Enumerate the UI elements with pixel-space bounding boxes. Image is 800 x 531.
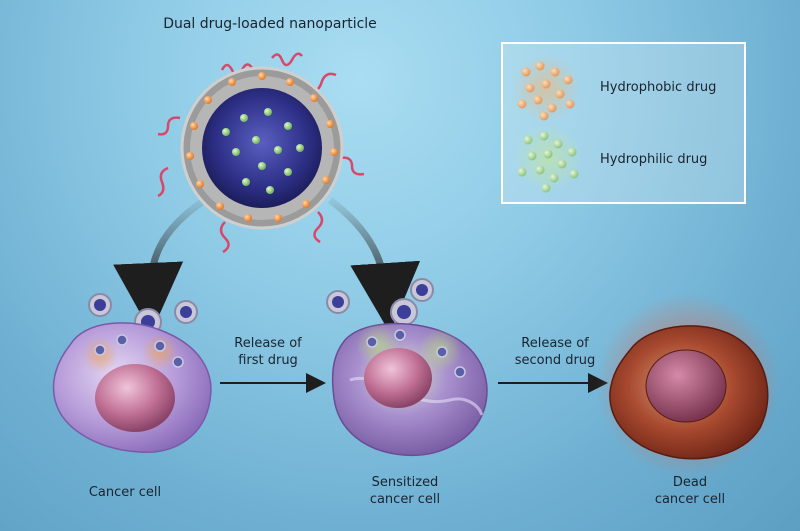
caption-sensitized-cell: Sensitized cancer cell [330,474,480,508]
step-release-first: Release of first drug [208,335,328,369]
caption-sensitized-line2: cancer cell [330,491,480,508]
legend-hydrophilic-label: Hydrophilic drug [600,152,707,167]
caption-dead-cell: Dead cancer cell [630,474,750,508]
dead-cancer-cell [596,293,780,477]
nanoparticle [158,54,364,252]
caption-sensitized-line1: Sensitized [330,474,480,491]
step-release-second-line2: second drug [495,352,615,369]
legend-hydrophobic-label: Hydrophobic drug [600,80,716,95]
step-release-second: Release of second drug [495,335,615,369]
step-release-second-line1: Release of [495,335,615,352]
caption-dead-line1: Dead [630,474,750,491]
cancer-cell [53,323,210,452]
nanoparticle-title: Dual drug-loaded nanoparticle [120,16,420,33]
sensitized-cancer-cell [333,323,487,455]
caption-dead-line2: cancer cell [630,491,750,508]
step-release-first-line1: Release of [208,335,328,352]
legend-box: Hydrophobic drug Hydrophilic drug [501,42,746,204]
step-release-first-line2: first drug [208,352,328,369]
caption-cancer-cell: Cancer cell [55,484,195,501]
caption-cancer-cell-line1: Cancer cell [55,484,195,501]
